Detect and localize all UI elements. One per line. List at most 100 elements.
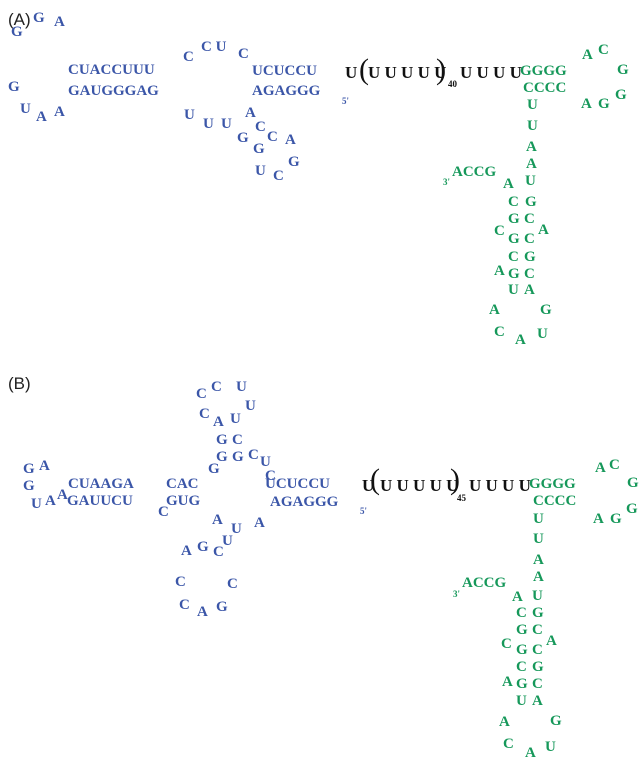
- nucleotide-green-a-25: C: [508, 249, 519, 265]
- nucleotide-blue-b-22: C: [158, 504, 169, 520]
- nucleotide-blue-b-12: U: [260, 454, 271, 470]
- nucleotide-blue-a-14: A: [54, 104, 65, 120]
- nucleotide-green-a-22: G: [508, 231, 520, 247]
- nucleotide-blue-b-1: C: [211, 379, 222, 395]
- nucleotide-green-b-6: G: [610, 511, 622, 527]
- nucleotide-green-b-5: A: [593, 511, 604, 527]
- nucleotide-green-a-16: C: [508, 194, 519, 210]
- nucleotide-black-a-1: (: [359, 53, 369, 86]
- nucleotide-blue-b-13: G: [23, 461, 35, 477]
- nucleotide-blue-a-3: CUACCUUU: [68, 62, 155, 78]
- nucleotide-green-a-1: A: [582, 47, 593, 63]
- nucleotide-blue-a-5: C U: [201, 39, 227, 55]
- nucleotide-blue-b-32: U: [222, 533, 233, 549]
- nucleotide-green-a-3: G: [617, 62, 629, 78]
- nucleotide-blue-b-16: CUAAGA: [68, 476, 134, 492]
- nucleotide-green-a-33: C: [494, 324, 505, 340]
- nucleotide-green-a-15: U: [525, 173, 536, 189]
- nucleotide-green-a-32: G: [540, 302, 552, 318]
- nucleotide-blue-a-24: G: [288, 154, 300, 170]
- nucleotide-blue-b-5: A: [213, 414, 224, 430]
- nucleotide-black-a-4: 40: [448, 79, 457, 89]
- nucleotide-blue-a-1: A: [54, 14, 65, 30]
- nucleotide-green-a-0: GGGG: [520, 63, 567, 79]
- nucleotide-blue-b-29: A: [212, 512, 223, 528]
- nucleotide-green-b-4: CCCC: [533, 493, 577, 509]
- nucleotide-green-b-30: A: [532, 693, 543, 709]
- nucleotide-blue-b-38: C: [179, 597, 190, 613]
- nucleotide-blue-b-31: A: [254, 515, 265, 531]
- nucleotide-blue-a-2: G: [11, 24, 23, 40]
- nucleotide-blue-a-7: UCUCCU: [252, 63, 317, 79]
- nucleotide-black-b-3: ): [450, 463, 460, 496]
- nucleotide-blue-b-27: A: [45, 493, 56, 509]
- nucleotide-blue-a-20: G: [237, 130, 249, 146]
- nucleotide-blue-b-40: G: [216, 599, 228, 615]
- nucleotide-blue-b-8: C: [232, 432, 243, 448]
- nucleotide-green-b-23: C: [532, 642, 543, 658]
- nucleotide-black-b-5: U U U U: [469, 476, 531, 495]
- nucleotide-green-a-26: G: [524, 249, 536, 265]
- nucleotide-blue-a-18: A: [245, 105, 256, 121]
- nucleotide-green-b-3: G: [627, 475, 639, 491]
- nucleotide-black-b-2: U U U U U: [380, 476, 459, 495]
- nucleotide-blue-b-30: U: [231, 521, 242, 537]
- nucleotide-green-a-2: C: [598, 42, 609, 58]
- nucleotide-green-b-22: G: [516, 642, 528, 658]
- nucleotide-blue-b-25: 5': [360, 506, 368, 516]
- nucleotide-green-b-28: C: [532, 676, 543, 692]
- nucleotide-green-a-28: C: [524, 266, 535, 282]
- nucleotide-green-a-31: A: [489, 302, 500, 318]
- nucleotide-black-a-3: ): [436, 53, 446, 86]
- nucleotide-blue-a-15: U: [184, 107, 195, 123]
- nucleotide-green-b-34: A: [525, 745, 536, 761]
- nucleotide-green-a-6: G: [598, 96, 610, 112]
- nucleotide-blue-b-9: G: [216, 449, 228, 465]
- nucleotide-green-b-32: G: [550, 713, 562, 729]
- nucleotide-green-a-13: ACCG: [452, 164, 497, 180]
- nucleotide-blue-b-11: C: [248, 447, 259, 463]
- panel-b-label: (B): [8, 374, 31, 393]
- nucleotide-blue-b-34: G: [197, 539, 209, 555]
- nucleotide-green-b-29: U: [516, 693, 527, 709]
- nucleotide-blue-b-6: U: [230, 411, 241, 427]
- nucleotide-green-a-20: C: [524, 211, 535, 227]
- nucleotide-blue-a-21: C: [267, 129, 278, 145]
- nucleotide-blue-b-17: CAC: [166, 476, 199, 492]
- nucleotide-blue-a-0: G: [33, 10, 45, 26]
- nucleotide-green-a-11: A: [526, 156, 537, 172]
- nucleotide-green-b-7: G: [626, 501, 638, 517]
- nucleotide-green-a-23: C: [524, 231, 535, 247]
- nucleotide-green-b-31: A: [499, 714, 510, 730]
- nucleotide-blue-b-3: U: [245, 398, 256, 414]
- nucleotide-blue-b-10: G: [232, 449, 244, 465]
- nucleotide-black-b-1: (: [370, 463, 380, 496]
- nucleotide-green-a-7: G: [615, 87, 627, 103]
- nucleotide-green-b-24: A: [502, 674, 513, 690]
- nucleotide-green-a-10: A: [526, 139, 537, 155]
- nucleotide-blue-b-20: G: [23, 478, 35, 494]
- nucleotide-green-a-24: A: [494, 263, 505, 279]
- nucleotide-green-b-12: 3': [453, 589, 461, 599]
- nucleotide-green-b-10: A: [533, 552, 544, 568]
- nucleotide-blue-b-37: C: [227, 576, 238, 592]
- nucleotide-blue-b-23: GUG: [166, 493, 201, 509]
- nucleotide-green-a-29: U: [508, 282, 519, 298]
- nucleotide-blue-b-35: C: [213, 544, 224, 560]
- nucleotide-blue-a-26: C: [273, 168, 284, 184]
- nucleotide-black-a-0: U: [345, 63, 358, 82]
- nucleotide-green-a-35: U: [537, 326, 548, 342]
- nucleotide-blue-a-25: U: [255, 163, 266, 179]
- nucleotide-blue-b-39: A: [197, 604, 208, 620]
- nucleotide-green-b-14: A: [512, 589, 523, 605]
- nucleotide-green-b-19: G: [516, 622, 528, 638]
- nucleotide-green-b-16: C: [516, 605, 527, 621]
- nucleotide-green-a-30: A: [524, 282, 535, 298]
- panel-a-label: (A): [8, 10, 31, 29]
- nucleotide-blue-a-10: AGAGGG: [252, 83, 321, 99]
- nucleotide-green-b-2: C: [609, 457, 620, 473]
- nucleotide-green-a-27: G: [508, 266, 520, 282]
- nucleotide-blue-b-19: UCUCCU: [265, 476, 330, 492]
- nucleotide-blue-b-0: C: [196, 386, 207, 402]
- nucleotide-blue-b-15: G: [208, 461, 220, 477]
